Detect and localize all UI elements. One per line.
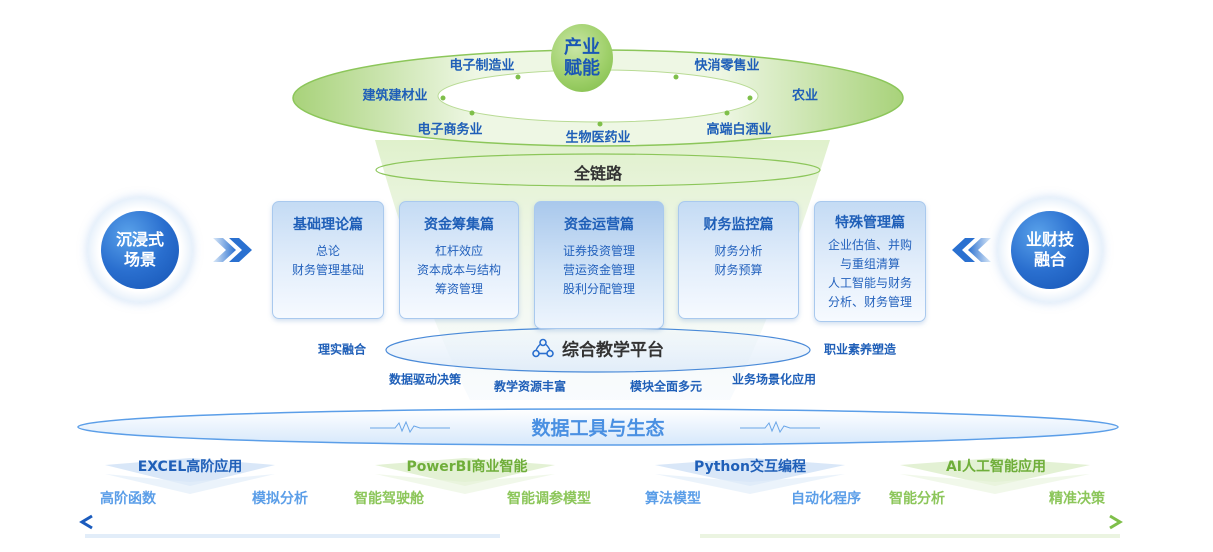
tool-sub-item: 精准决策 — [1049, 491, 1105, 507]
module-item: 资本成本与结构 — [416, 263, 501, 277]
platform-feature: 职业素养塑造 — [823, 342, 897, 357]
immersive-scene-circle: 沉浸式 场景 — [87, 197, 193, 303]
module-item: 总论 — [315, 244, 340, 258]
tool-name: EXCEL高阶应用 — [137, 459, 243, 475]
module-item: 筹资管理 — [434, 282, 483, 296]
module-card: 特殊管理篇 企业估值、并购 与重组清算 人工智能与财务 分析、财务管理 — [814, 201, 926, 322]
module-item: 财务预算 — [714, 263, 763, 277]
ring-dots — [440, 74, 753, 127]
module-card: 基础理论篇 总论 财务管理基础 — [272, 201, 384, 319]
tool-name: AI人工智能应用 — [945, 459, 1047, 475]
hub-line1: 产业 — [564, 37, 600, 58]
module-title: 基础理论篇 — [293, 217, 363, 233]
left-circle-line1: 沉浸式 — [115, 230, 164, 249]
double-chevron-left-icon — [952, 238, 991, 262]
tool-sub-item: 智能调参模型 — [507, 491, 591, 507]
platform-feature: 教学资源丰富 — [493, 379, 567, 394]
module-item: 营运资金管理 — [562, 263, 635, 277]
left-circle-line2: 场景 — [123, 250, 156, 269]
platform-feature: 业务场景化应用 — [731, 372, 817, 387]
platform-title-text: 综合教学平台 — [562, 340, 664, 361]
module-card: 财务监控篇 财务分析 财务预算 — [678, 201, 799, 319]
module-title: 资金运营篇 — [564, 217, 634, 233]
right-circle-line2: 融合 — [1033, 250, 1066, 269]
platform-feature: 模块全面多元 — [629, 379, 703, 394]
sector-label: 建筑建材业 — [362, 88, 428, 104]
waveform-left — [370, 420, 450, 434]
tool-sub-item: 智能驾驶舱 — [354, 491, 424, 507]
sector-label: 快消零售业 — [694, 58, 760, 74]
module-item: 财务管理基础 — [291, 263, 364, 277]
ecosystem-ellipse — [77, 408, 1119, 446]
platform-feature: 数据驱动决策 — [388, 372, 462, 387]
module-item: 与重组清算 — [839, 257, 900, 271]
module-title: 资金筹集篇 — [424, 217, 494, 233]
tool-sub-item: 高阶函数 — [100, 491, 156, 507]
double-chevron-right-icon — [213, 238, 252, 262]
module-card: 资金运营篇 证券投资管理 营运资金管理 股利分配管理 — [534, 201, 664, 329]
arrow-left-head — [79, 514, 93, 530]
module-item: 企业估值、并购 — [827, 238, 912, 252]
module-item: 证券投资管理 — [562, 244, 635, 258]
arrow-right-head — [1109, 514, 1123, 530]
module-item: 人工智能与财务 — [827, 276, 912, 290]
chain-label: 全链路 — [573, 164, 623, 183]
module-title: 特殊管理篇 — [835, 215, 905, 231]
industry-hub: 产业 赋能 — [551, 24, 613, 92]
business-finance-tech-circle: 业财技 融合 — [997, 197, 1103, 303]
sector-label: 农业 — [791, 88, 819, 104]
waveform-right — [740, 420, 820, 434]
module-card: 资金筹集篇 杠杆效应 资本成本与结构 筹资管理 — [399, 201, 519, 319]
platform-title: 综合教学平台 — [532, 336, 664, 361]
module-item: 股利分配管理 — [562, 282, 635, 296]
tool-name: PowerBI商业智能 — [406, 459, 528, 475]
module-title: 财务监控篇 — [703, 217, 774, 233]
tool-sub-item: 自动化程序 — [791, 491, 861, 507]
chain-ellipse — [375, 153, 821, 187]
platform-feature: 理实融合 — [317, 342, 367, 357]
sector-label: 生物医药业 — [565, 130, 631, 146]
tool-diamonds — [105, 458, 1090, 494]
ecosystem-title: 数据工具与生态 — [531, 417, 665, 440]
module-item: 财务分析 — [714, 244, 763, 258]
sector-label: 高端白酒业 — [706, 122, 772, 138]
right-circle-line1: 业财技 — [1025, 230, 1074, 249]
tool-name: Python交互编程 — [694, 459, 806, 475]
tool-sub-item: 智能分析 — [889, 491, 945, 507]
module-item: 杠杆效应 — [434, 244, 483, 258]
tool-sub-item: 模拟分析 — [252, 491, 308, 507]
tool-sub-item: 算法模型 — [645, 491, 701, 507]
module-item: 分析、财务管理 — [827, 295, 912, 309]
sector-label: 电子商务业 — [417, 122, 483, 138]
sector-label: 电子制造业 — [449, 58, 515, 74]
hub-line2: 赋能 — [564, 58, 600, 79]
network-nodes-icon — [532, 338, 554, 357]
